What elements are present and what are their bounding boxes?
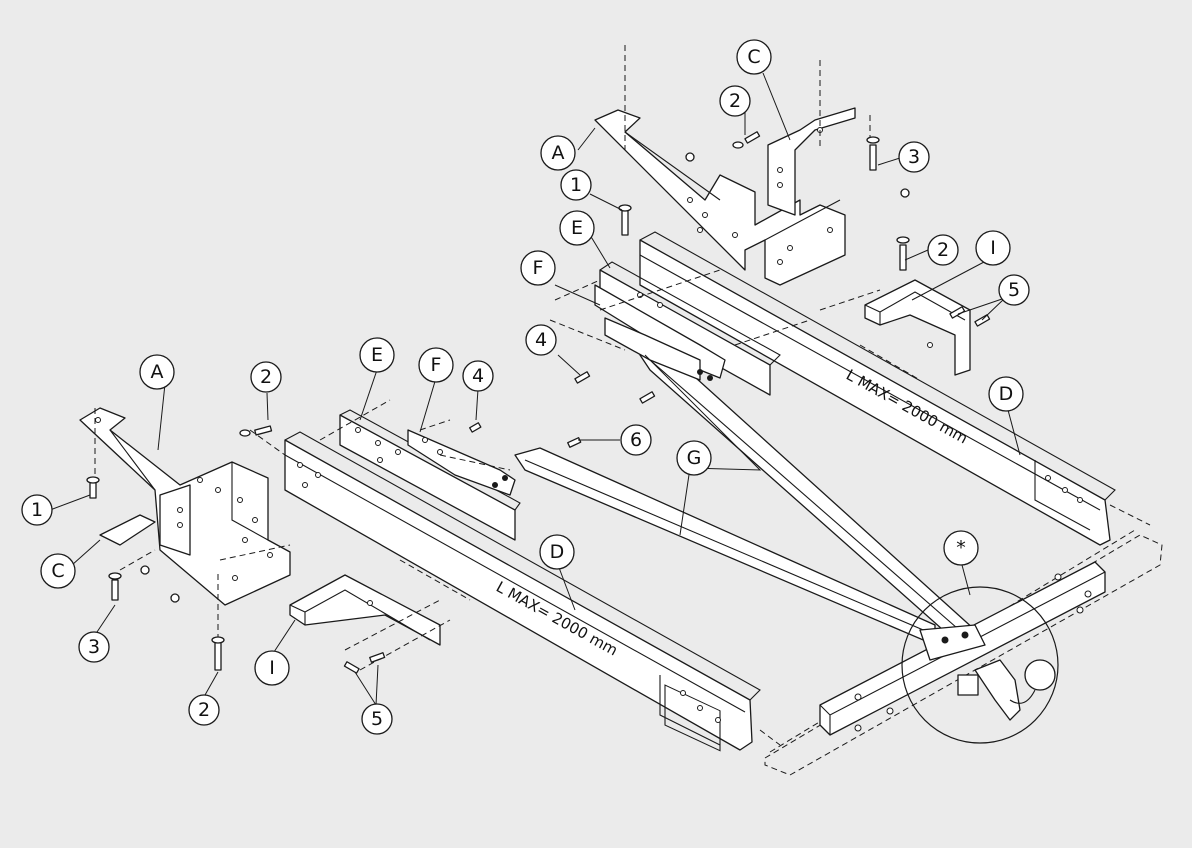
callout-1-left-text: 1 <box>31 499 43 521</box>
callout-A-right-text: A <box>552 142 565 164</box>
fasteners <box>86 131 991 674</box>
callout-A-left-text: A <box>151 361 164 383</box>
callout-4-left: 4 <box>462 360 494 392</box>
callout-F-left: F <box>418 347 454 383</box>
left-rail-D <box>284 431 761 752</box>
callout-C-right: C <box>736 39 772 75</box>
callout-6: 6 <box>620 424 652 456</box>
drawbar-G <box>514 349 986 661</box>
callout-F-left-text: F <box>431 354 442 376</box>
callout-C-left: C <box>40 553 76 589</box>
left-spacer-I <box>289 574 441 646</box>
callout-1-left: 1 <box>21 494 53 526</box>
callout-6-text: 6 <box>630 429 642 451</box>
callout-3-right: 3 <box>898 141 930 173</box>
callout-G-text: G <box>687 447 702 469</box>
left-plate-C <box>99 484 191 556</box>
callout-E-right-text: E <box>571 217 583 239</box>
callout-I-right: I <box>975 230 1011 266</box>
leader-lines <box>49 72 1021 706</box>
callout-A-left: A <box>139 354 175 390</box>
callout-2-left-top-text: 2 <box>260 366 272 388</box>
callout-F-right: F <box>520 250 556 286</box>
callout-star: * <box>943 530 979 566</box>
callout-2-left-top: 2 <box>250 361 282 393</box>
callout-4-left-text: 4 <box>472 365 484 387</box>
callout-2-right-mid: 2 <box>927 234 959 266</box>
callout-5-right-text: 5 <box>1008 279 1020 301</box>
right-assembly-lines <box>549 45 921 381</box>
callout-D-left-text: D <box>550 541 565 563</box>
callout-3-right-text: 3 <box>908 146 920 168</box>
callout-3-left-text: 3 <box>88 636 100 658</box>
callout-2-right-top-text: 2 <box>729 90 741 112</box>
callout-C-right-text: C <box>747 46 760 68</box>
right-bracket-A <box>594 109 846 286</box>
callout-A-right: A <box>540 135 576 171</box>
callout-4-right: 4 <box>525 324 557 356</box>
callout-D-right: D <box>988 376 1024 412</box>
callout-3-left: 3 <box>78 631 110 663</box>
callout-star-text: * <box>956 537 966 559</box>
left-plate-F <box>407 429 516 496</box>
callout-2-left-bottom: 2 <box>188 694 220 726</box>
detail-circle-towhook <box>901 586 1059 744</box>
callout-5-right: 5 <box>998 274 1030 306</box>
callout-D-right-text: D <box>999 383 1014 405</box>
callout-2-left-bottom-text: 2 <box>198 699 210 721</box>
callout-E-right: E <box>559 210 595 246</box>
right-plate-F <box>594 284 726 381</box>
callout-5-left-text: 5 <box>371 708 383 730</box>
callout-1-right: 1 <box>560 169 592 201</box>
right-plate-C <box>767 107 856 216</box>
callout-1-right-text: 1 <box>570 174 582 196</box>
right-spacer-I <box>864 279 971 376</box>
callout-5-left: 5 <box>361 703 393 735</box>
callout-2-right-mid-text: 2 <box>937 239 949 261</box>
callout-F-right-text: F <box>533 257 544 279</box>
callout-G: G <box>676 440 712 476</box>
callout-4-right-text: 4 <box>535 329 547 351</box>
callout-I-left-text: I <box>269 657 275 679</box>
callout-E-left-text: E <box>371 344 383 366</box>
callout-2-right-top: 2 <box>719 85 751 117</box>
callout-I-left: I <box>254 650 290 686</box>
callout-I-right-text: I <box>990 237 996 259</box>
callout-D-left: D <box>539 534 575 570</box>
callout-C-left-text: C <box>51 560 64 582</box>
left-assembly-lines <box>94 399 511 671</box>
callout-E-left: E <box>359 337 395 373</box>
